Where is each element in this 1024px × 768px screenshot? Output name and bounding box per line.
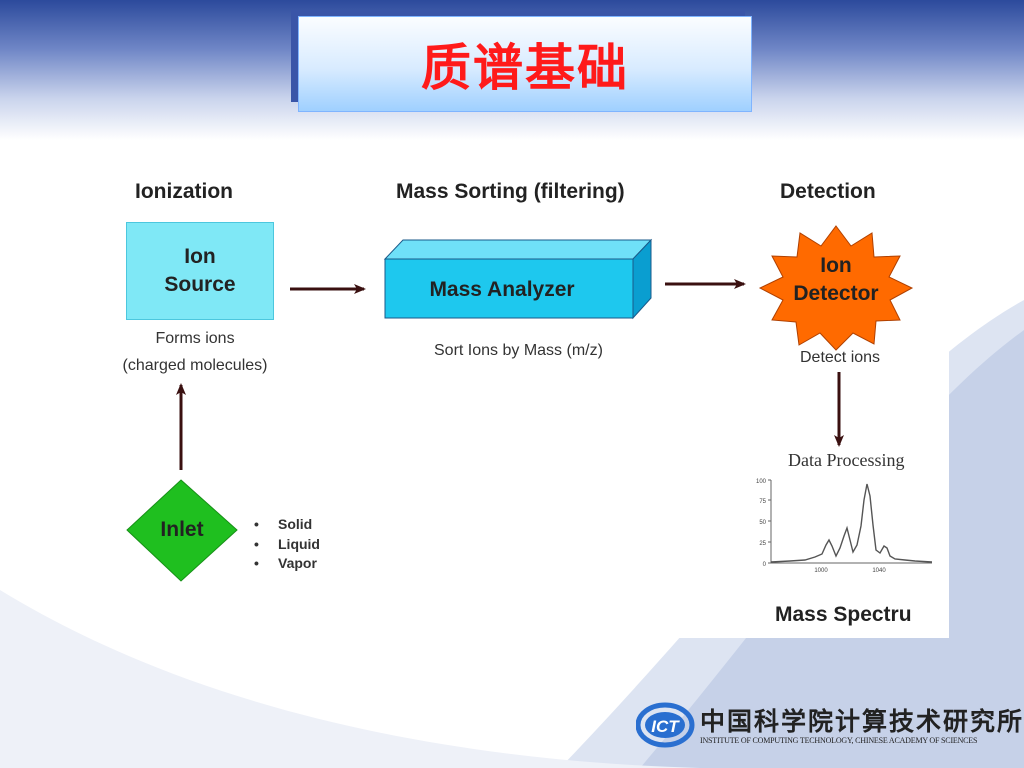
- x-tick-1000: 1000: [814, 568, 828, 574]
- data-processing-label: Data Processing: [788, 450, 905, 470]
- inlet-item-vapor: Vapor: [254, 554, 320, 574]
- inlet-diamond: [126, 479, 238, 582]
- ict-name-english: INSTITUTE OF COMPUTING TECHNOLOGY, CHINE…: [700, 736, 978, 745]
- ion-source-box: Ion Source: [126, 222, 274, 320]
- ict-logo: ICT 中国科学院计算技术研究所 INSTITUTE OF COMPUTING …: [636, 700, 1022, 752]
- inlet-item-liquid: Liquid: [254, 535, 320, 555]
- ion-source-caption-line1: Forms ions: [155, 330, 235, 347]
- title-box: 质谱基础: [298, 16, 752, 112]
- mass-spectrum-plot: 100 75 50 25 0 1000 1040: [756, 479, 933, 574]
- spectrum-trace: [770, 483, 933, 563]
- inlet-sample-types: Solid Liquid Vapor: [254, 515, 320, 574]
- ict-emblem-text: ICT: [651, 717, 680, 736]
- stage-detection-label: Detection: [780, 180, 876, 203]
- ion-detector-label-line1: Ion: [820, 254, 852, 277]
- inlet-item-solid: Solid: [254, 515, 320, 535]
- stage-ionization-label: Ionization: [135, 180, 233, 203]
- inlet-label: Inlet: [160, 518, 204, 541]
- ion-detector-label-line2: Detector: [793, 282, 879, 305]
- mass-analyzer-box: [383, 238, 653, 320]
- mass-analyzer-label: Mass Analyzer: [429, 278, 575, 301]
- y-tick-75: 75: [759, 499, 766, 505]
- mass-spectrum-caption: Mass Spectru: [775, 603, 912, 626]
- y-tick-100: 100: [756, 479, 767, 485]
- y-tick-50: 50: [759, 520, 766, 526]
- ict-emblem-icon: ICT: [636, 702, 695, 748]
- ion-detector-caption: Detect ions: [800, 349, 881, 366]
- ion-source-label-line1: Ion: [184, 245, 216, 268]
- slide-title: 质谱基础: [421, 39, 629, 97]
- ion-source-label-line2: Source: [164, 273, 236, 296]
- ict-name-chinese: 中国科学院计算技术研究所: [700, 707, 1024, 736]
- ion-source-caption-line2: (charged molecules): [122, 357, 268, 374]
- ion-detector-label: Ion Detector: [776, 252, 896, 308]
- stage-mass-sorting-label: Mass Sorting (filtering): [396, 180, 625, 203]
- y-tick-0: 0: [763, 562, 767, 568]
- mass-analyzer-caption: Sort Ions by Mass (m/z): [434, 342, 603, 359]
- x-tick-1040: 1040: [872, 568, 886, 574]
- ion-detector-starburst: [758, 225, 914, 351]
- y-tick-25: 25: [759, 541, 766, 547]
